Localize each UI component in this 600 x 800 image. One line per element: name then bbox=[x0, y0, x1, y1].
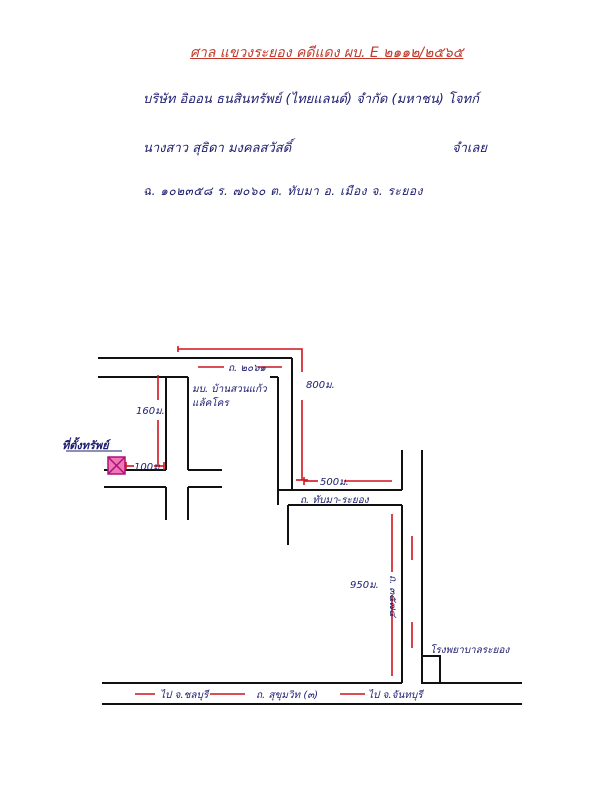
label-hospital: โรงพยาบาลระยอง bbox=[430, 645, 510, 656]
label-distance-160: 160ม. bbox=[136, 406, 165, 417]
label-distance-950: 950ม. bbox=[350, 580, 379, 591]
property-marker bbox=[107, 456, 126, 475]
hospital-marker bbox=[421, 655, 441, 684]
road-lines bbox=[98, 357, 522, 705]
label-sukhumvit: ถ. สุขุมวิท (๓) bbox=[256, 690, 318, 701]
defendant-label: จำเลย bbox=[452, 141, 487, 156]
property-location-line: ฉ. ๑๐๒๓๕๘ ร. ๗๐๖๐ ต. ทับมา อ. เมือง จ. ร… bbox=[143, 184, 423, 198]
label-road-thapma: ถ. ทับมา-ระยอง bbox=[300, 495, 369, 506]
defendant-name: นางสาว สุธิดา มงคลสวัสดิ์ bbox=[143, 141, 292, 156]
label-distance-800: 800ม. bbox=[306, 380, 335, 391]
label-distance-100: 100ม. bbox=[134, 462, 163, 473]
plaintiff-line: บริษัท อิออน ธนสินทรัพย์ (ไทยแลนด์) จำกั… bbox=[143, 92, 479, 107]
label-to-chanthaburi: ไป จ.จันทบุรี bbox=[368, 690, 423, 701]
label-distance-500: 500ม. bbox=[320, 477, 349, 488]
label-to-chonburi: ไป จ.ชลบุรี bbox=[160, 690, 209, 701]
label-road-2061: ถ. ๒๐๖๑ bbox=[228, 363, 266, 374]
distance-lines bbox=[125, 346, 413, 695]
label-road-3574: ถ. ๓๕๗๔ bbox=[387, 575, 398, 617]
label-village: มบ. บ้านสวนแก้ว bbox=[192, 384, 267, 395]
distance-800-line bbox=[177, 346, 303, 372]
case-title: ศาล แขวงระยอง คดีแดง ผบ. E ๒๑๑๒/๒๕๖๕ bbox=[190, 45, 464, 61]
label-village-sub: แล้คโคร bbox=[192, 398, 229, 409]
label-property: ที่ตั้งทรัพย์ bbox=[62, 439, 109, 452]
property-cross-b bbox=[107, 456, 126, 475]
